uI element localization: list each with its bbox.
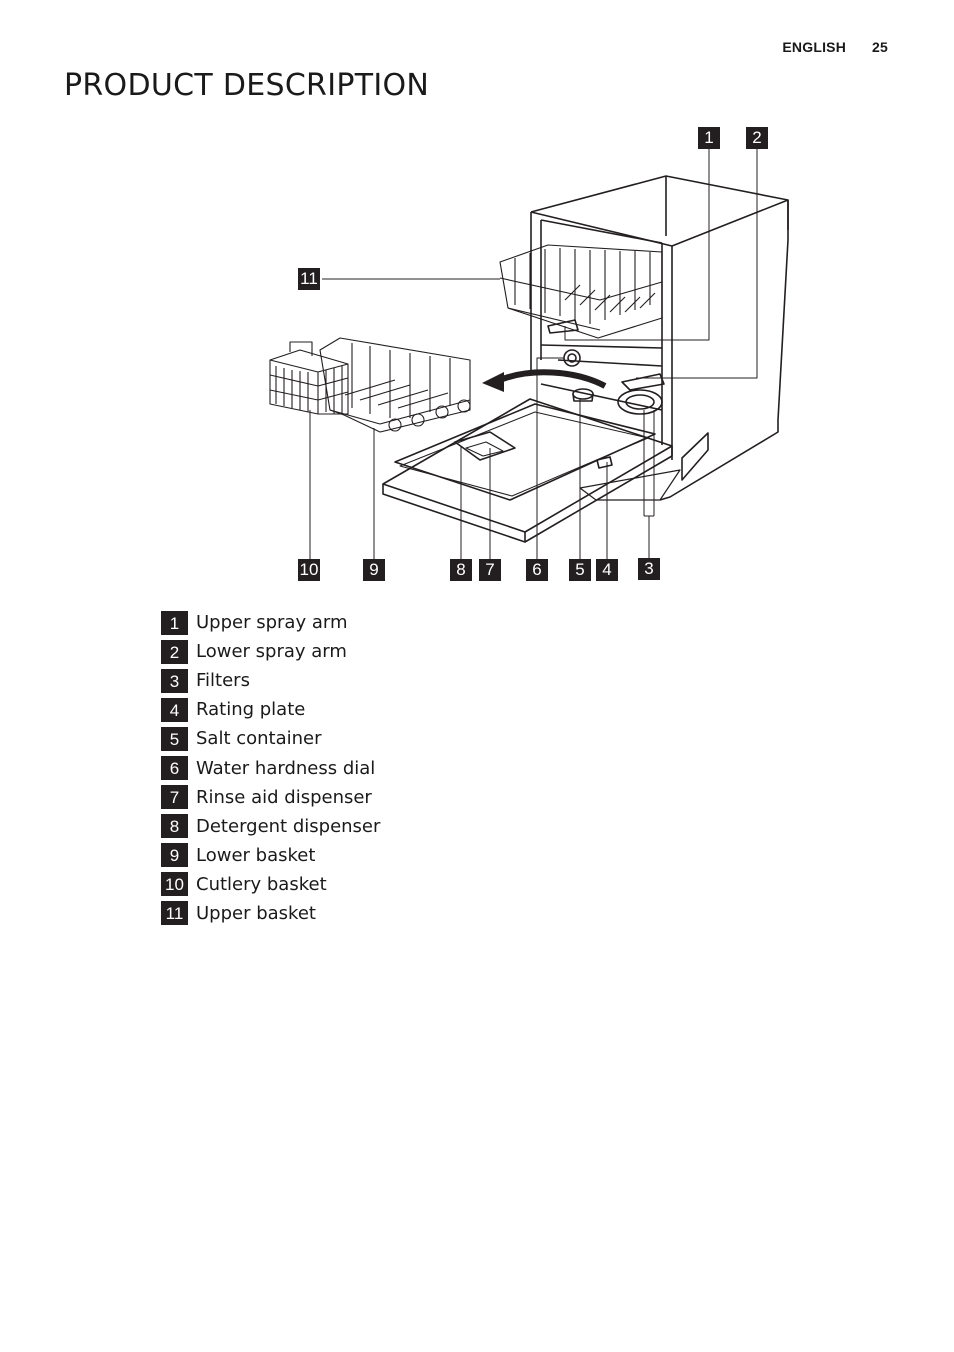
legend-label: Upper spray arm — [196, 612, 348, 634]
callout-1: 1 — [698, 127, 720, 149]
callout-6: 6 — [526, 559, 548, 581]
legend-label: Lower basket — [196, 844, 316, 866]
page-header: ENGLISH 25 — [782, 39, 888, 55]
legend-number: 10 — [161, 872, 188, 897]
legend-number: 4 — [161, 697, 188, 722]
legend-item: 11 Upper basket — [161, 899, 380, 928]
legend-number: 5 — [161, 726, 188, 751]
page-number: 25 — [872, 39, 888, 55]
callout-11: 11 — [298, 268, 320, 290]
legend-label: Water hardness dial — [196, 757, 376, 779]
upper-basket — [499, 244, 663, 339]
legend-number: 1 — [161, 610, 188, 635]
legend-label: Detergent dispenser — [196, 815, 381, 837]
language-label: ENGLISH — [782, 39, 847, 55]
legend-number: 6 — [161, 756, 188, 781]
legend-item: 4 Rating plate — [161, 695, 380, 724]
legend-number: 2 — [161, 639, 188, 664]
legend-item: 8 Detergent dispenser — [161, 812, 380, 841]
legend-number: 7 — [161, 785, 188, 810]
legend-label: Cutlery basket — [196, 873, 327, 895]
legend-item: 9 Lower basket — [161, 841, 380, 870]
legend-label: Lower spray arm — [196, 641, 347, 663]
dishwasher-illustration — [269, 149, 789, 560]
legend-label: Filters — [196, 670, 250, 692]
legend-number: 8 — [161, 814, 188, 839]
callout-9: 9 — [363, 559, 385, 581]
callout-10: 10 — [298, 559, 320, 581]
legend-item: 5 Salt container — [161, 724, 380, 753]
callout-5: 5 — [569, 559, 591, 581]
dishwasher-diagram: 1 2 11 10 9 8 7 6 5 4 3 — [0, 0, 954, 600]
legend-item: 2 Lower spray arm — [161, 637, 380, 666]
callout-3: 3 — [638, 558, 660, 580]
legend-item: 7 Rinse aid dispenser — [161, 783, 380, 812]
legend-number: 3 — [161, 668, 188, 693]
legend-item: 1 Upper spray arm — [161, 608, 380, 637]
legend-number: 9 — [161, 843, 188, 868]
legend-item: 6 Water hardness dial — [161, 753, 380, 782]
door — [382, 398, 681, 543]
callout-8: 8 — [450, 559, 472, 581]
cutlery-basket — [269, 341, 349, 415]
callout-4: 4 — [596, 559, 618, 581]
legend-label: Upper basket — [196, 902, 316, 924]
page-title: PRODUCT DESCRIPTION — [64, 68, 430, 103]
legend-label: Rinse aid dispenser — [196, 786, 372, 808]
legend-item: 10 Cutlery basket — [161, 870, 380, 899]
legend-label: Rating plate — [196, 699, 306, 721]
legend-item: 3 Filters — [161, 666, 380, 695]
parts-legend: 1 Upper spray arm 2 Lower spray arm 3 Fi… — [161, 608, 380, 928]
lower-basket — [319, 337, 471, 433]
legend-number: 11 — [161, 901, 188, 926]
callout-2: 2 — [746, 127, 768, 149]
legend-label: Salt container — [196, 728, 322, 750]
callout-7: 7 — [479, 559, 501, 581]
